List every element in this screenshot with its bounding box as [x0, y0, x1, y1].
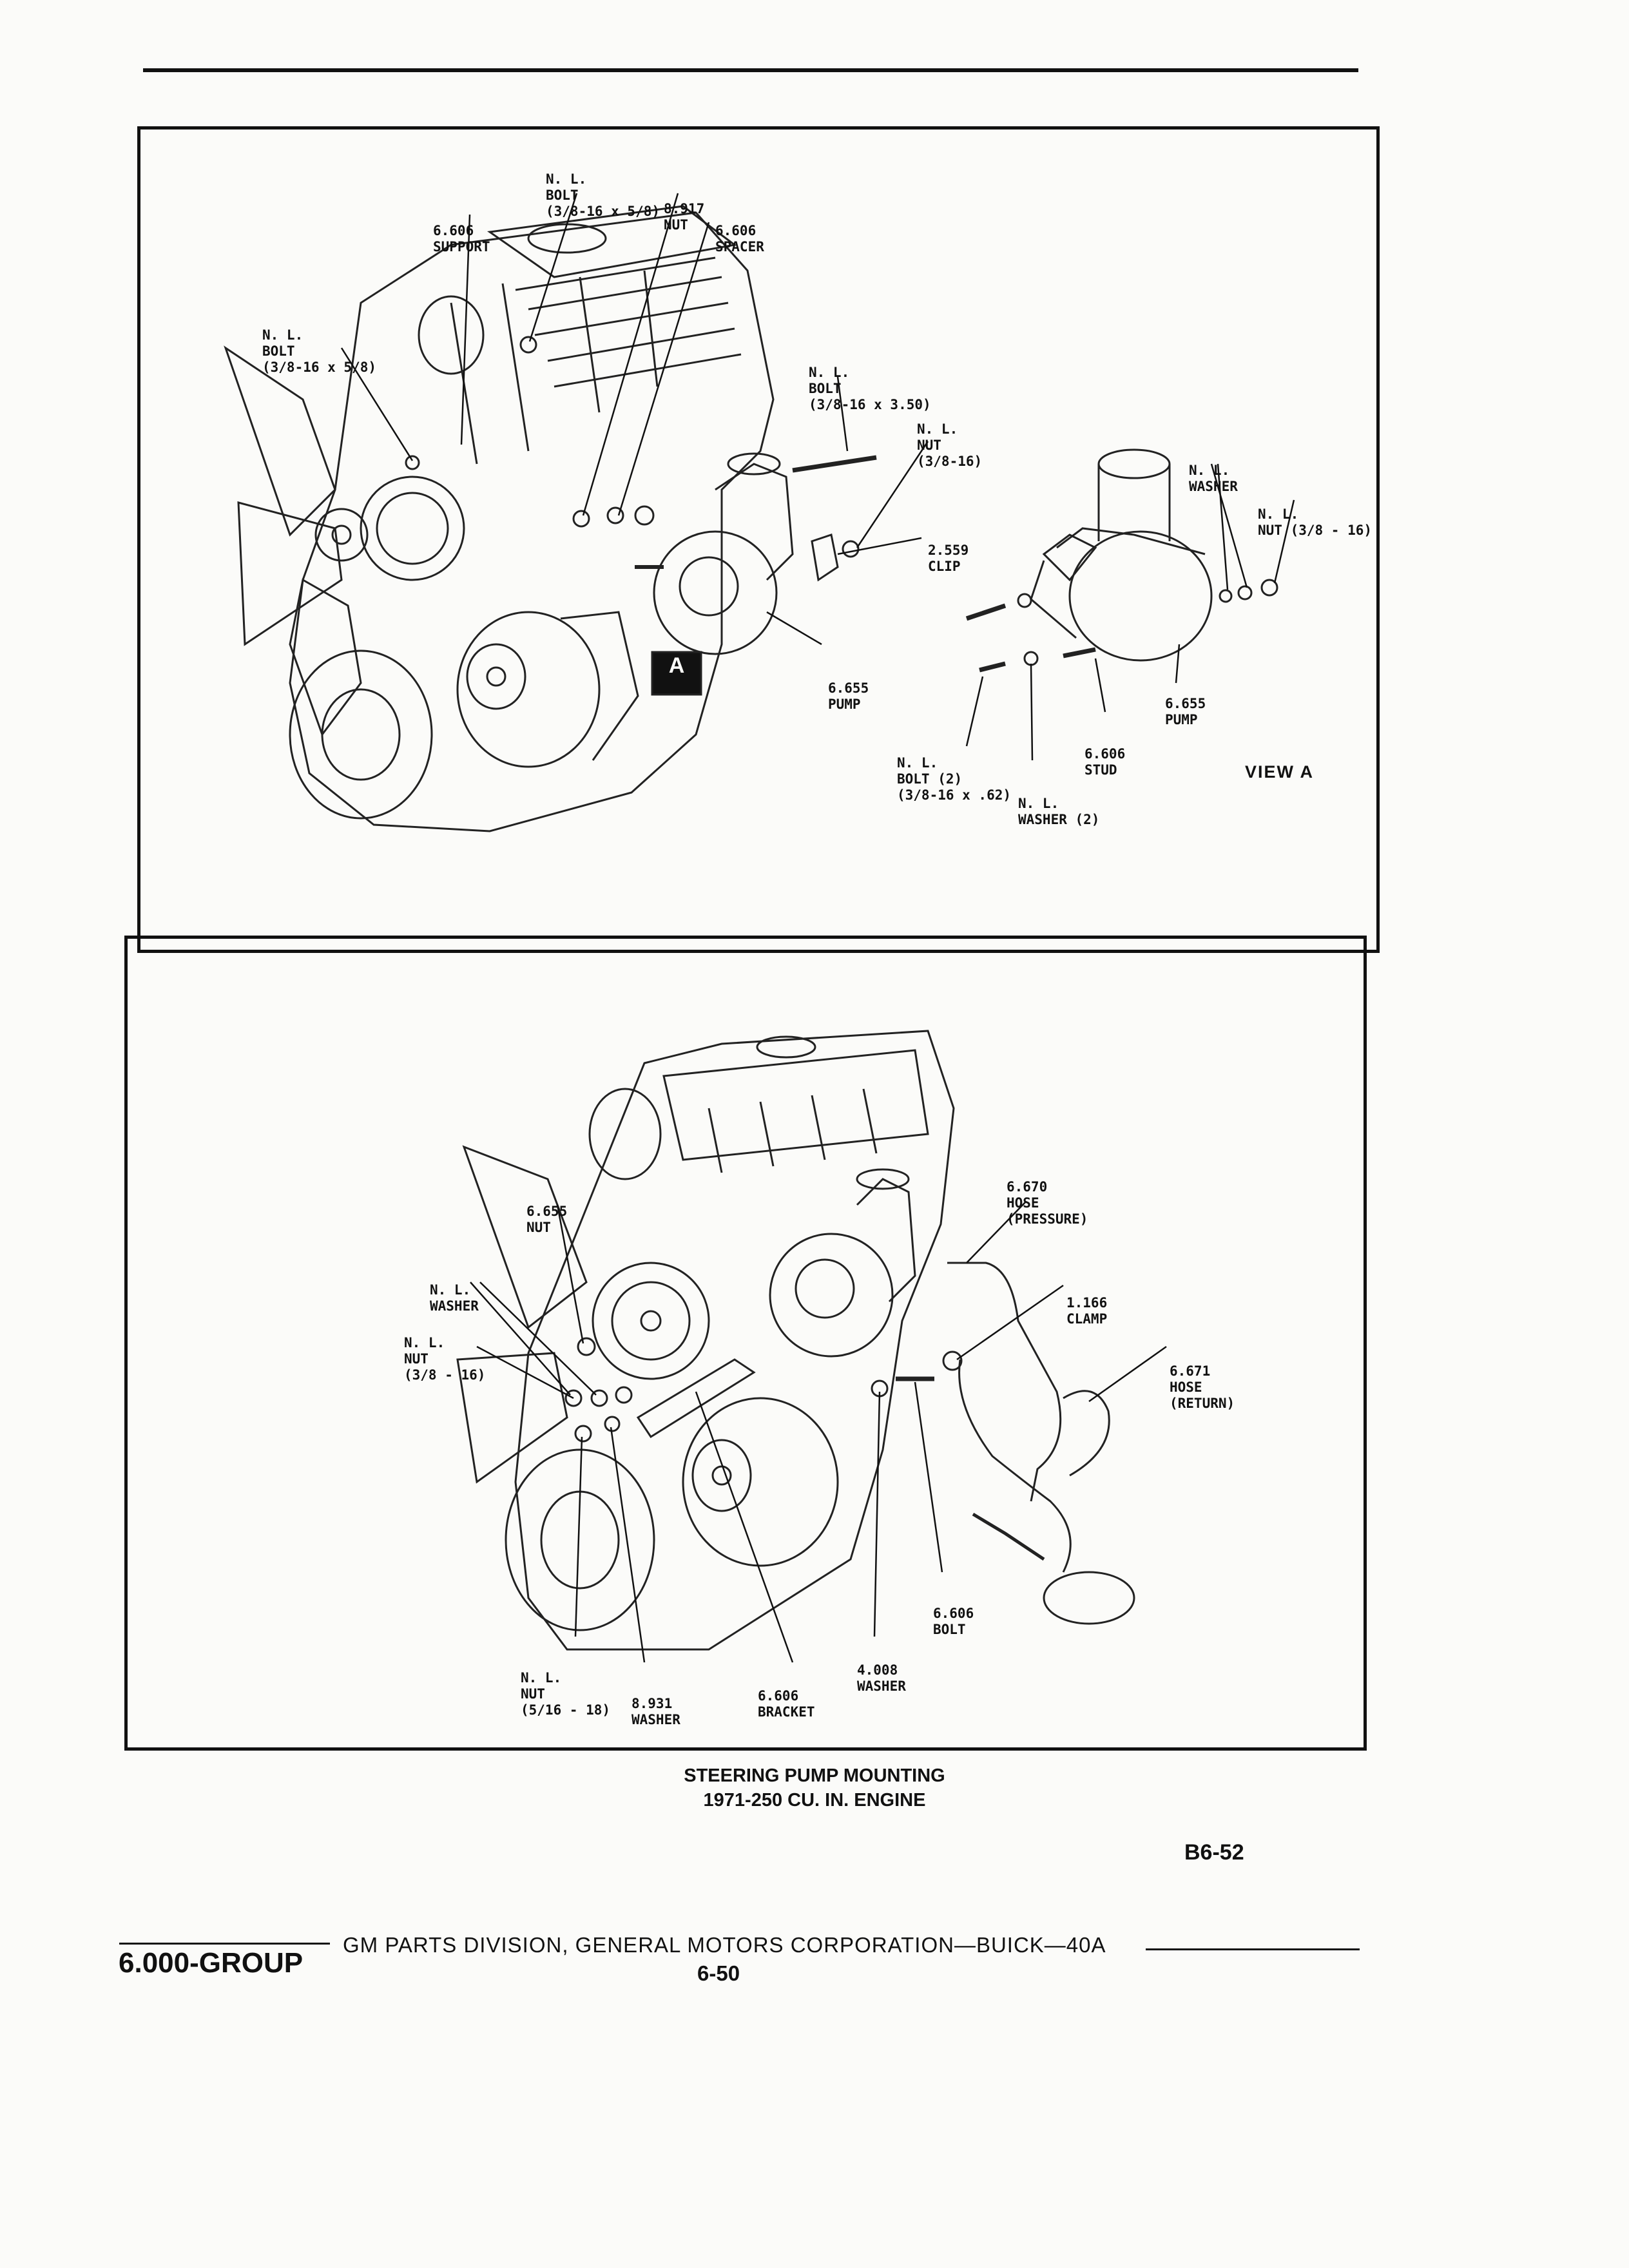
view-a-callout: A	[668, 653, 685, 678]
label-nl-washer-viewa: N. L.WASHER	[1189, 463, 1238, 494]
footer-rule-right	[1146, 1948, 1360, 1950]
label-nl-nut-left: N. L.NUT(3/8 - 16)	[404, 1335, 486, 1383]
caption-line-1: STEERING PUMP MOUNTING	[684, 1765, 945, 1786]
footer-rule-left	[119, 1943, 330, 1945]
header-rule	[143, 68, 1358, 72]
figure-caption: STEERING PUMP MOUNTING 1971-250 CU. IN. …	[0, 1763, 1629, 1812]
label-nl-washer2: N. L.WASHER (2)	[1018, 796, 1100, 827]
group-label: 6.000-GROUP	[119, 1947, 304, 1979]
figure-id: B6-52	[1184, 1840, 1244, 1865]
label-nl-washer: N. L.WASHER	[430, 1282, 479, 1314]
bottom-figure-panel	[124, 936, 1367, 1751]
label-nl-bolt-left: N. L.BOLT(3/8-16 x 5/8)	[262, 327, 377, 375]
label-nl-bolt2: N. L.BOLT (2)(3/8-16 x .62)	[897, 755, 1012, 803]
label-nl-nut-viewa: N. L.NUT (3/8 - 16)	[1258, 506, 1373, 538]
footer-division: GM PARTS DIVISION, GENERAL MOTORS CORPOR…	[343, 1933, 1106, 1957]
label-nl-bolt-long: N. L.BOLT(3/8-16 x 3.50)	[809, 365, 931, 412]
label-nl-nut-bottom: N. L.NUT(5/16 - 18)	[521, 1670, 611, 1718]
label-nl-bolt-top: N. L.BOLT(3/8-16 x 5/8)	[546, 171, 660, 219]
view-a-title: VIEW A	[1245, 762, 1315, 782]
caption-line-2: 1971-250 CU. IN. ENGINE	[703, 1790, 926, 1811]
label-nl-nut-right: N. L.NUT(3/8-16)	[917, 421, 983, 469]
page-number: 6-50	[697, 1961, 740, 1985]
top-figure-panel	[137, 126, 1380, 953]
